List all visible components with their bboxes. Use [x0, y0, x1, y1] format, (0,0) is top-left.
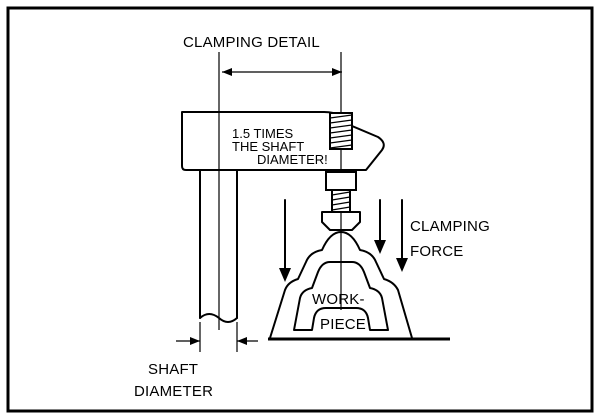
bolt-thread: [329, 112, 353, 150]
shaft-diameter-label-line2: DIAMETER: [134, 383, 213, 400]
clamping-force-label-line1: CLAMPING: [410, 218, 490, 235]
workpiece: [269, 231, 413, 339]
nut: [325, 171, 357, 191]
force-arrow-right: [396, 199, 408, 272]
workpiece-inner: [293, 261, 389, 331]
diagram-frame: [6, 6, 594, 413]
distance-label-line1: 1.5 TIMES: [232, 126, 294, 141]
top-dimension: [222, 68, 342, 76]
distance-label-line3: DIAMETER!: [257, 152, 328, 167]
workpiece-label-line2: PIECE: [320, 316, 366, 333]
clamping-detail-title: CLAMPING DETAIL: [183, 34, 320, 51]
bolt-thread-lower: [331, 189, 351, 213]
clamping-force-label-line2: FORCE: [410, 243, 464, 260]
shaft-diameter-dimension: [176, 322, 258, 352]
force-arrow-mid: [374, 199, 386, 254]
shaft: [199, 169, 238, 323]
distance-label-line2: THE SHAFT: [232, 139, 304, 154]
swivel-pad: [321, 211, 361, 231]
force-arrow-left: [279, 199, 291, 282]
workpiece-label-line1: WORK-: [312, 291, 365, 308]
shaft-diameter-label-line1: SHAFT: [148, 361, 198, 378]
